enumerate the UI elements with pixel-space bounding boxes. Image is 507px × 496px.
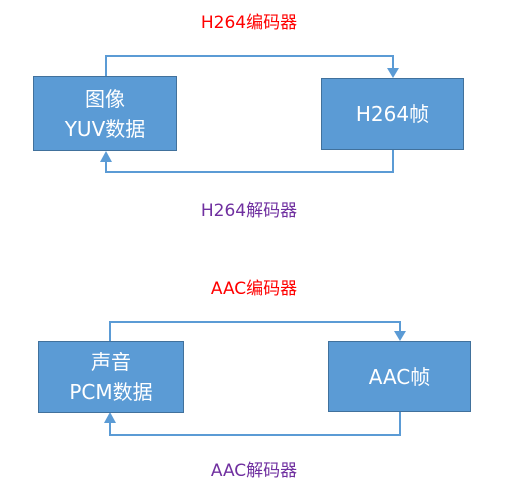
bottom-decoder-label: AAC解码器 (210, 461, 298, 481)
bottom-encode-arrow (109, 321, 401, 341)
top-decode-arrowhead (100, 151, 112, 162)
top-encoder-label: H264编码器 (200, 13, 298, 33)
top-source-line2: YUV数据 (64, 116, 146, 141)
bottom-target-line1: AAC帧 (368, 364, 431, 389)
bottom-source-line2: PCM数据 (69, 380, 153, 404)
top-encode-arrowhead (387, 68, 399, 78)
bottom-target-box: AAC帧 (328, 341, 471, 412)
top-source-line1: 图像 (85, 86, 125, 111)
top-target-line1: H264帧 (355, 102, 430, 126)
top-source-box: 图像 YUV数据 (33, 76, 177, 151)
top-target-box: H264帧 (321, 78, 464, 150)
bottom-source-line1: 声音 (91, 350, 131, 374)
top-decode-arrow (105, 150, 394, 173)
bottom-decode-arrow (109, 411, 401, 436)
top-decoder-label: H264解码器 (200, 201, 298, 221)
bottom-source-box: 声音 PCM数据 (38, 341, 184, 413)
bottom-encoder-label: AAC编码器 (210, 279, 298, 299)
bottom-decode-arrowhead (104, 412, 116, 423)
bottom-encode-arrowhead (394, 331, 406, 341)
top-encode-arrow (105, 55, 394, 76)
